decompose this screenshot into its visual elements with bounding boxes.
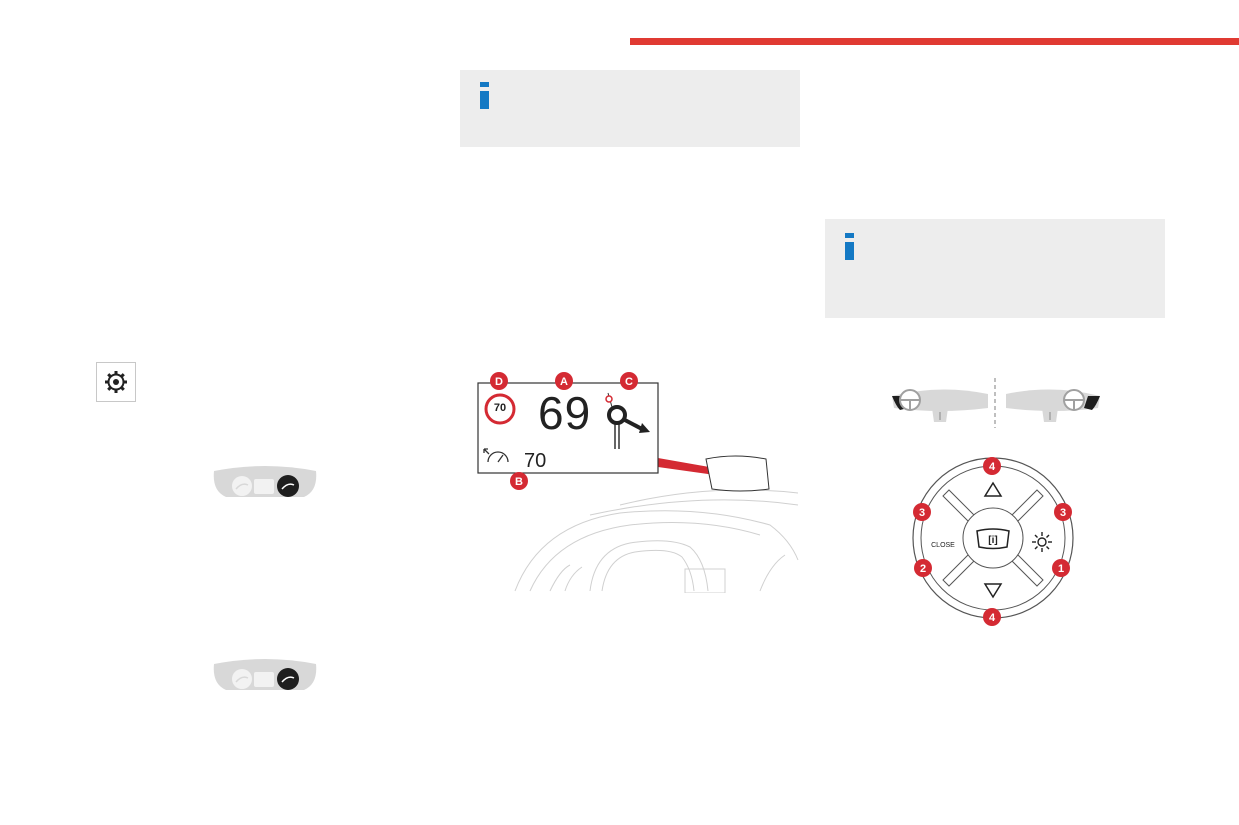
badge-3-right: 3: [1054, 503, 1072, 521]
svg-text:[i]: [i]: [988, 535, 997, 546]
info-note-box: [825, 219, 1165, 318]
svg-text:4: 4: [989, 461, 996, 473]
label-badge-b: B: [510, 472, 528, 490]
close-label: CLOSE: [931, 542, 955, 549]
badge-2-left: 2: [914, 559, 932, 577]
label-badge-d: D: [490, 372, 508, 390]
label-badge-c: C: [620, 372, 638, 390]
cruise-speed-value: 70: [524, 450, 547, 472]
svg-text:D: D: [495, 376, 503, 388]
svg-text:2: 2: [920, 563, 926, 575]
svg-text:1: 1: [1058, 563, 1064, 575]
cruise-control-icon: [483, 448, 509, 463]
speed-limit-sign-icon: [484, 393, 516, 425]
current-speed-value: 69: [538, 387, 592, 439]
label-badge-a: A: [555, 372, 573, 390]
steering-position-icons: [892, 378, 1100, 428]
svg-text:A: A: [560, 376, 568, 388]
settings-gear-icon: [105, 371, 127, 393]
triangle-up-icon: [983, 481, 1003, 497]
info-icon: [845, 233, 854, 261]
info-icon: [480, 82, 489, 110]
instrument-cluster-icon: [212, 656, 318, 692]
badge-3-left: 3: [913, 503, 931, 521]
navigation-direction-icon: [605, 392, 650, 449]
svg-text:C: C: [625, 376, 633, 388]
hud-up-button[interactable]: [978, 478, 1008, 502]
badge-1-right: 1: [1052, 559, 1070, 577]
svg-text:3: 3: [919, 507, 925, 519]
svg-text:B: B: [515, 476, 523, 488]
hud-down-button[interactable]: [978, 578, 1008, 602]
sun-brightness-icon: [1032, 532, 1052, 552]
svg-text:4: 4: [989, 612, 996, 624]
settings-button[interactable]: [96, 362, 136, 402]
control-pad-badges: 4 3 3 2 1 4: [913, 457, 1072, 626]
head-up-display-diagram: D A C B: [477, 372, 799, 593]
speed-limit-value: 70: [493, 402, 507, 414]
hud-close-button[interactable]: CLOSE: [926, 526, 960, 556]
badge-4-top: 4: [983, 457, 1001, 475]
hud-control-pad: [912, 457, 1074, 619]
head-up-display-icon: [i]: [976, 528, 1010, 550]
svg-text:3: 3: [1060, 507, 1066, 519]
hud-center-button[interactable]: [i]: [969, 521, 1017, 557]
info-note-box: [460, 70, 800, 147]
hud-brightness-button[interactable]: [1028, 528, 1056, 556]
instrument-cluster-icon: [212, 463, 318, 499]
header-accent-bar: [630, 38, 1239, 45]
triangle-down-icon: [983, 583, 1003, 599]
badge-4-bottom: 4: [983, 608, 1001, 626]
